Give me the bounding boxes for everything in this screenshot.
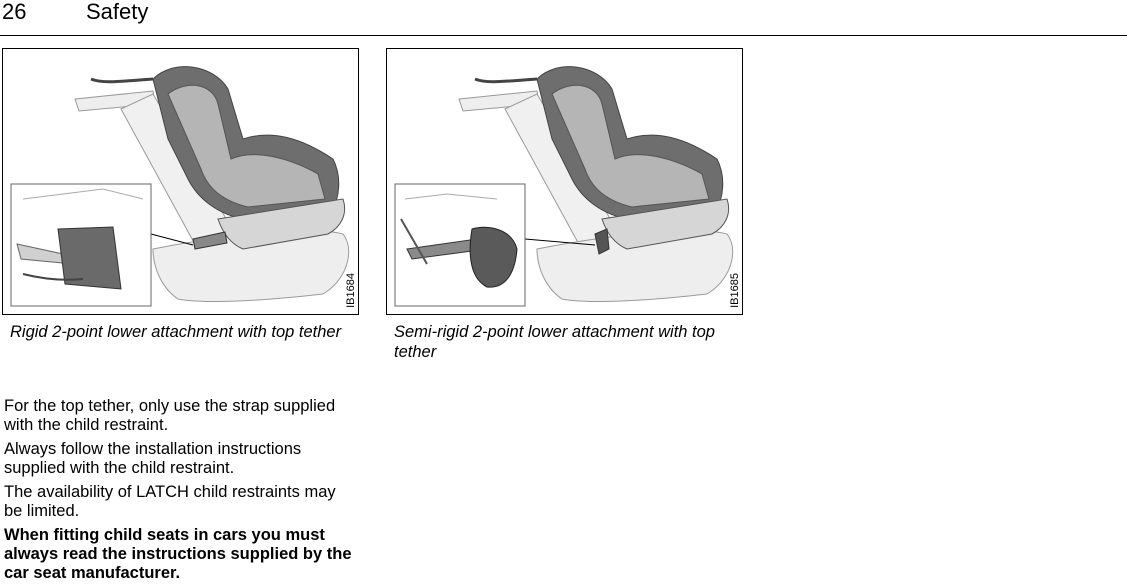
figure-semi-rigid-attachment: IB1685 [386,48,743,315]
body-text: For the top tether, only use the strap s… [4,397,356,583]
section-title: Safety [86,0,149,24]
child-seat-illustration [394,66,734,307]
header-rule [0,35,1127,36]
figure-code: IB1685 [729,273,741,308]
figure-caption: Semi-rigid 2-point lower attachment with… [394,323,715,361]
paragraph: The availability of LATCH child restrain… [4,483,336,520]
figure-caption: Rigid 2-point lower attachment with top … [10,323,342,341]
page-number: 26 [2,0,27,24]
paragraph: For the top tether, only use the strap s… [4,397,336,434]
figure-rigid-attachment: IB1684 [2,48,359,315]
child-seat-illustration [10,66,350,307]
warning-paragraph: When fitting child seats in cars you mus… [4,526,352,582]
paragraph: Always follow the installation instructi… [4,440,302,477]
figure-code: IB1684 [345,273,357,308]
